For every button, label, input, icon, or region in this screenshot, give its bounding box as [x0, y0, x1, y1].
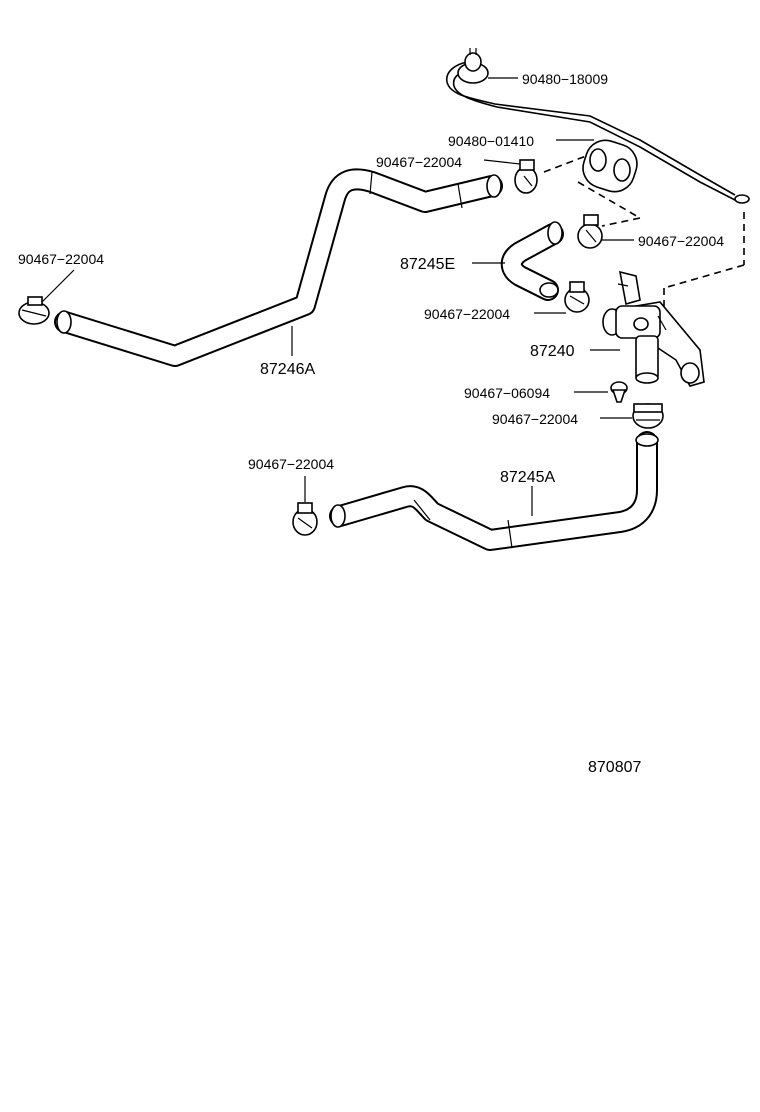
- screw-icon: [610, 381, 628, 403]
- hose-clamp-icon: [632, 403, 664, 429]
- label-90480-18009: 90480−18009: [522, 71, 608, 87]
- label-90480-01410: 90480−01410: [448, 133, 534, 149]
- hose-87246A-icon: [54, 168, 503, 367]
- label-90467-22004-bottom: 90467−22004: [248, 456, 334, 472]
- label-87245E: 87245E: [400, 256, 455, 273]
- label-90467-22004-right: 90467−22004: [638, 233, 724, 249]
- hose-87245A-icon: [329, 431, 659, 551]
- label-90467-06094: 90467−06094: [464, 385, 550, 401]
- hose-clamp-icon: [564, 281, 590, 313]
- figure-code: 870807: [588, 759, 641, 776]
- label-87246A: 87246A: [260, 361, 315, 378]
- label-87245A: 87245A: [500, 469, 555, 486]
- label-90467-22004-left: 90467−22004: [18, 251, 104, 267]
- water-valve-icon: [602, 270, 705, 387]
- hose-clamp-icon: [292, 502, 318, 536]
- label-90467-22004-mid: 90467−22004: [424, 306, 510, 322]
- label-90467-22004-a: 90467−22004: [376, 154, 462, 170]
- grommet-icon: [457, 48, 489, 84]
- grommet-plate-icon: [582, 139, 638, 193]
- cable-end-icon: [734, 194, 750, 204]
- hose-clamp-icon: [514, 159, 538, 194]
- label-90467-22004-low: 90467−22004: [492, 411, 578, 427]
- label-87240: 87240: [530, 343, 575, 360]
- hose-87245E-icon: [500, 221, 564, 301]
- hose-clamp-icon: [18, 296, 50, 325]
- hose-clamp-icon: [577, 214, 603, 249]
